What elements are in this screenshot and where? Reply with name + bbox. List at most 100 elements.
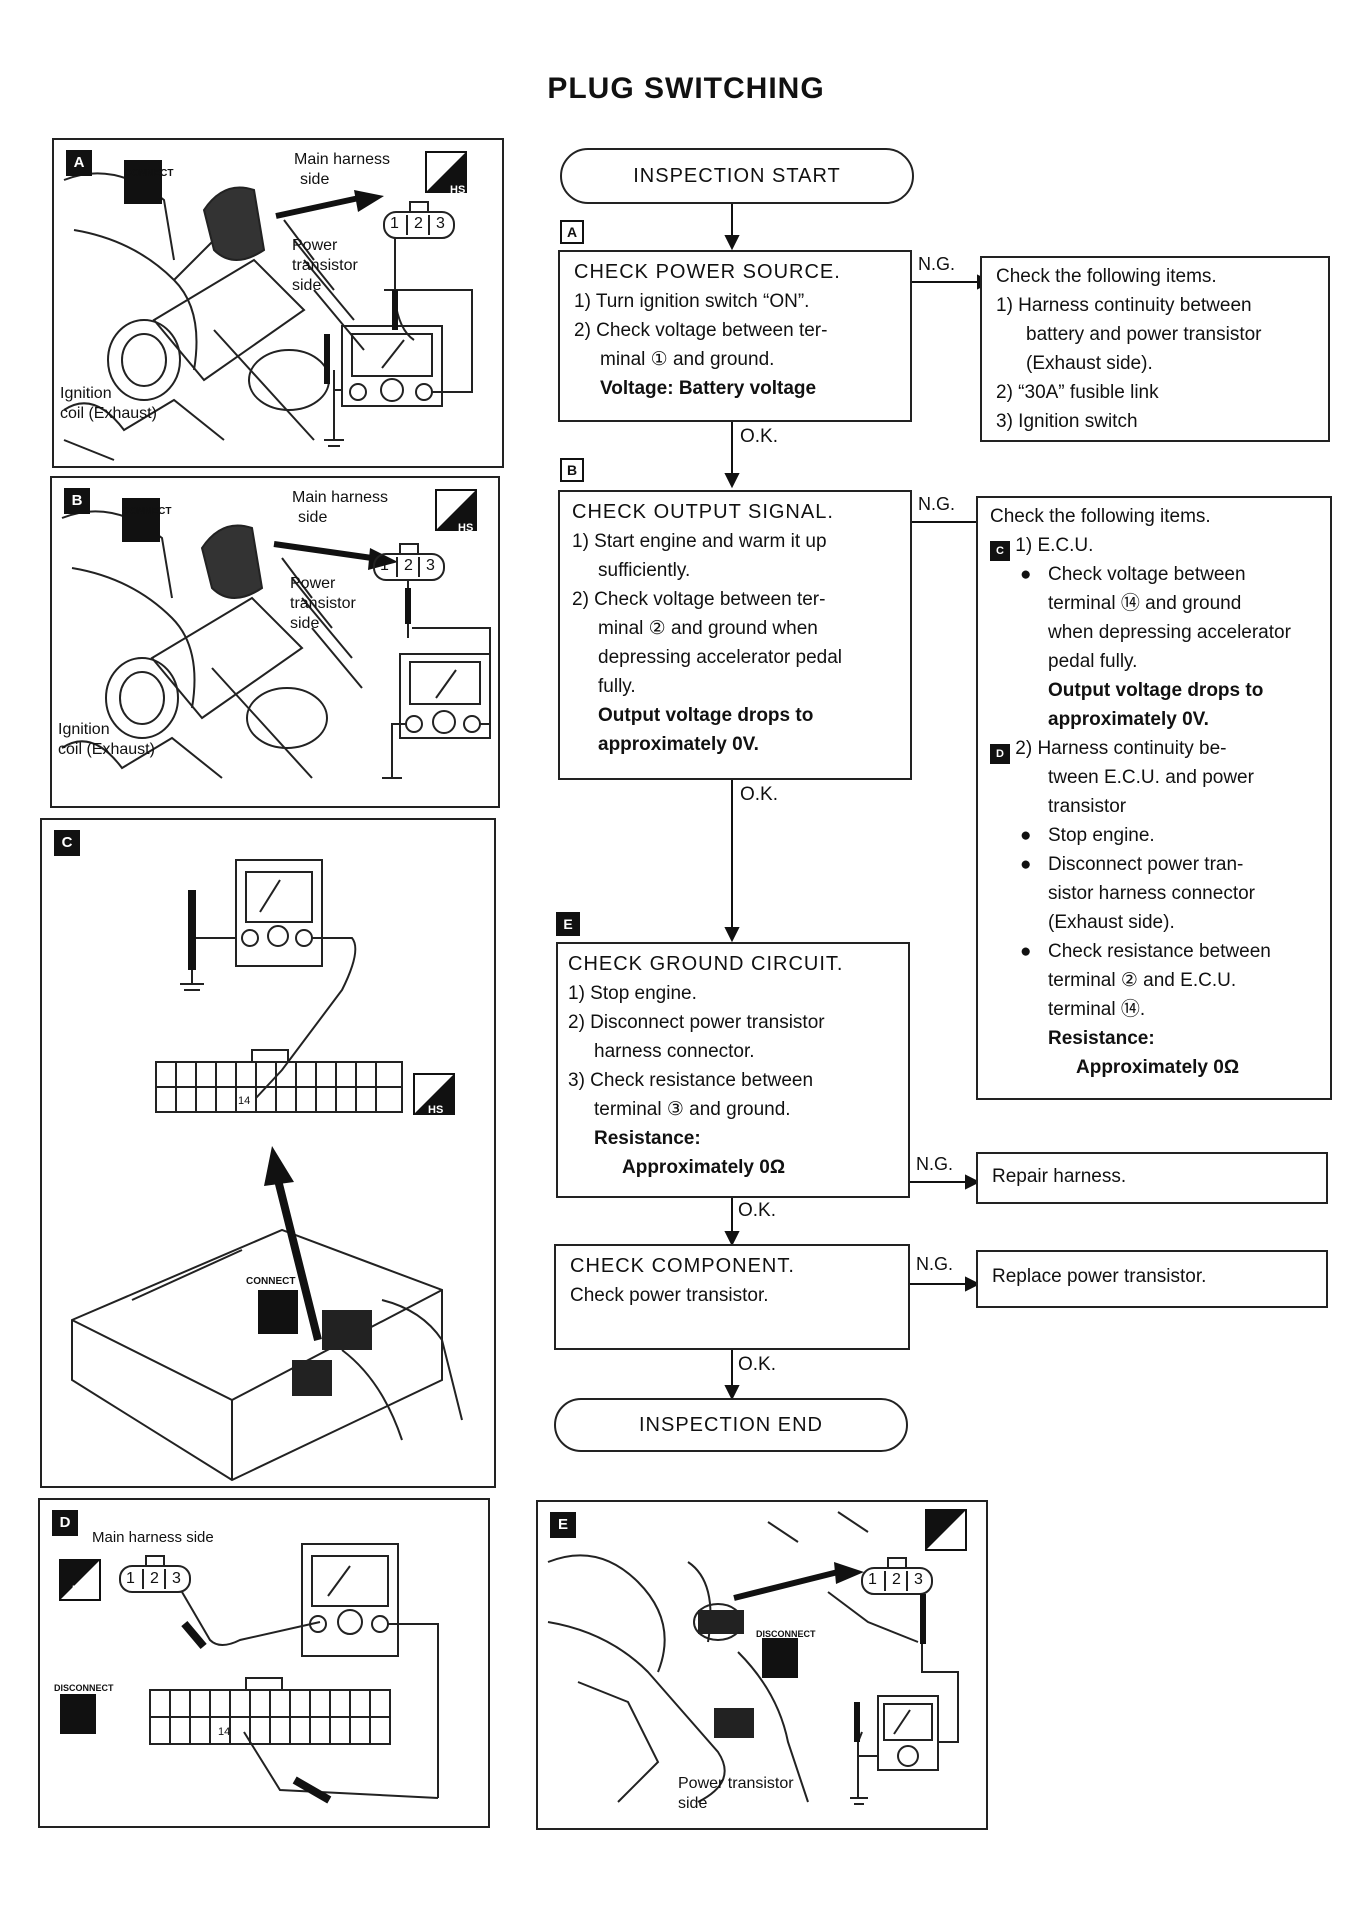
side-bullet: Check resistance between (990, 937, 1330, 966)
illustration-panel-b: B CONNECT HS Main harness side Power tra… (50, 476, 500, 808)
inspection-end: INSPECTION END (554, 1398, 908, 1452)
coil-label: coil (Exhaust) (58, 741, 155, 758)
power-label: Power (292, 237, 338, 254)
step-title: CHECK COMPONENT. (570, 1255, 795, 1277)
step-line: terminal ③ and ground. (594, 1099, 791, 1120)
transistor-illustration (547, 1509, 967, 1805)
step-line: 2) Check voltage between ter- (572, 589, 826, 610)
side-line: 1) Harness continuity between (996, 295, 1252, 316)
check-items-2: Check the following items. C 1) E.C.U. C… (990, 502, 1330, 1082)
step-line: depressing accelerator pedal (598, 647, 842, 668)
side-bullet: Stop engine. (990, 821, 1330, 850)
side-line: Stop engine. (1048, 825, 1155, 846)
step-title: CHECK POWER SOURCE. (574, 261, 841, 283)
hs-badge: HS (948, 1536, 964, 1548)
side-line: when depressing accelerator (1048, 622, 1291, 643)
pin-3: 3 (172, 1570, 181, 1587)
step-title: CHECK OUTPUT SIGNAL. (572, 501, 834, 523)
engine-illustration-b (61, 489, 491, 779)
harness-illustration (59, 1543, 439, 1804)
step-tag-a: A (560, 220, 584, 244)
ng-label: N.G. (916, 1154, 954, 1174)
step-line: 1) Stop engine. (568, 983, 697, 1004)
step-criterion: Output voltage drops to (598, 705, 814, 726)
main-harness-label: Main harness (292, 489, 389, 506)
pin-3: 3 (426, 557, 435, 574)
transistor-side-label: side (290, 615, 320, 632)
side-line: (Exhaust side). (1048, 912, 1175, 933)
repair-harness-box (976, 1152, 1328, 1204)
pin-1: 1 (380, 557, 389, 574)
step-criterion: Approximately 0Ω (622, 1157, 786, 1178)
pin-1: 1 (868, 1571, 877, 1588)
repair-harness: Repair harness. (992, 1166, 1127, 1187)
pin-2: 2 (892, 1571, 901, 1588)
step-line: harness connector. (594, 1041, 755, 1062)
step-line: minal ② and ground when (598, 618, 818, 639)
hs-badge: HS (72, 1584, 88, 1596)
side-line: Disconnect power tran- (1048, 854, 1244, 875)
side-criterion: Resistance: (1048, 1028, 1155, 1049)
step-line: fully. (598, 676, 636, 697)
step-line: minal ① and ground. (600, 349, 775, 370)
power-label: Power (290, 575, 336, 592)
connect-label: CONNECT (246, 1276, 296, 1287)
ref-tag-d: D (990, 744, 1010, 764)
coil-label: coil (Exhaust) (60, 405, 157, 422)
transistor-label: transistor (290, 595, 356, 612)
check-output-signal: CHECK OUTPUT SIGNAL. 1) Start engine and… (572, 498, 908, 759)
side-line: Check the following items. (990, 506, 1211, 527)
step-criterion: Resistance: (594, 1128, 701, 1149)
step-line: 3) Check resistance between (568, 1070, 814, 1091)
side-line: battery and power transistor (1026, 324, 1262, 345)
power-transistor-label: Power transistor (678, 1775, 794, 1792)
pin-1: 1 (126, 1570, 135, 1587)
power-transistor-side-label: side (678, 1795, 708, 1812)
side-line: 2) Harness continuity be- (1015, 738, 1227, 759)
pin-2: 2 (150, 1570, 159, 1587)
disconnect-label: DISCONNECT (756, 1629, 816, 1639)
ok-label: O.K. (740, 784, 779, 805)
side-line: pedal fully. (1048, 651, 1138, 672)
check-ground-circuit-box (556, 942, 910, 1198)
side-line: 2) “30A” fusible link (996, 382, 1159, 403)
terminal-14-label: 14 (238, 1095, 251, 1107)
check-component: CHECK COMPONENT. Check power transistor. (570, 1252, 906, 1310)
step-criterion: Voltage: Battery voltage (600, 378, 817, 399)
ng-label: N.G. (916, 1254, 954, 1274)
step-line: 2) Disconnect power transistor (568, 1012, 825, 1033)
main-harness-side-label: side (300, 171, 330, 188)
panel-letter-c: C (54, 830, 80, 856)
side-line: terminal ⑭ and ground (1048, 593, 1242, 614)
check-items-1: Check the following items. 1) Harness co… (996, 262, 1326, 436)
illustration-panel-d: D Main harness side 1 2 3 HS 14 DISCONNE… (38, 1498, 490, 1828)
side-line: 3) Ignition switch (996, 411, 1138, 432)
ok-label: O.K. (738, 1354, 777, 1375)
step-tag-b: B (560, 458, 584, 482)
pin-2: 2 (414, 215, 423, 232)
side-line: Check the following items. (996, 266, 1217, 287)
hs-badge: HS (428, 1104, 444, 1116)
side-bullet: Disconnect power tran- (990, 850, 1330, 879)
pin-3: 3 (436, 215, 445, 232)
side-criterion: approximately 0V. (1048, 709, 1209, 730)
side-line: Check resistance between (1048, 941, 1271, 962)
ok-label: O.K. (740, 426, 779, 447)
side-criterion: Approximately 0Ω (1076, 1057, 1240, 1078)
check-component-box (554, 1244, 910, 1350)
connect-label: CONNECT (122, 506, 172, 517)
illustration-panel-e: E 1 2 3 HS DISCONNECT Power transistor s… (536, 1500, 988, 1830)
side-box-2 (976, 496, 1332, 1100)
ignition-label: Ignition (58, 721, 110, 738)
check-output-signal-box (558, 490, 912, 780)
main-harness-side-label: Main harness side (92, 1529, 214, 1546)
illustration-panel-a: A CONNECT HS Main harness side Power tra… (52, 138, 504, 468)
panel-letter-e: E (550, 1512, 576, 1538)
disconnect-label: DISCONNECT (54, 1683, 114, 1693)
page-title: PLUG SWITCHING (547, 72, 825, 105)
terminal-14-label: 14 (218, 1726, 231, 1738)
step-line: sufficiently. (598, 560, 691, 581)
replace-transistor-box (976, 1250, 1328, 1308)
pin-3: 3 (914, 1571, 923, 1588)
ignition-label: Ignition (60, 385, 112, 402)
